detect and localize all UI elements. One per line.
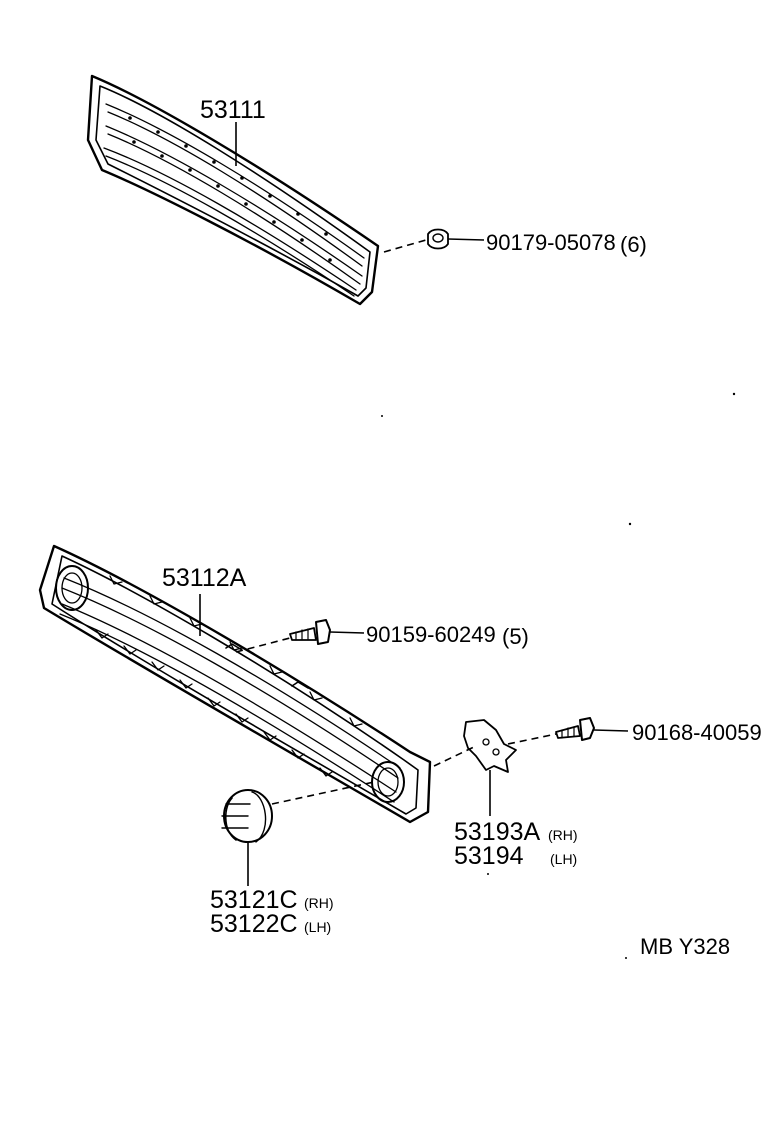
label-bracket-lh-side: (LH) [550, 851, 577, 867]
label-53112A: 53112A [162, 564, 247, 592]
label-clip-qty: (6) [620, 232, 647, 257]
label-bracket-lh: 53194 [454, 842, 524, 870]
label-screw-lower-number: 90159-60249 [366, 622, 496, 647]
label-bracket-rh: 53193A [454, 818, 541, 846]
upper-grille [86, 74, 380, 306]
screw-small-icon [555, 717, 595, 741]
label-cover-lh: 53122C [210, 910, 298, 938]
leader-screw-small [593, 729, 629, 732]
leader-screw-lower [329, 631, 365, 634]
dash-screw-lower [235, 637, 291, 653]
bracket-icon [463, 719, 517, 773]
label-screw-small-number: 90168-40059 [632, 720, 762, 745]
dash-screw-small [507, 733, 557, 745]
label-cover-lh-side: (LH) [304, 919, 331, 935]
label-cover-rh: 53121C [210, 886, 298, 914]
label-cover-rh-side: (RH) [304, 895, 334, 911]
cover-icon [221, 789, 273, 843]
leader-clip [447, 238, 485, 241]
figure-code: MB Y328 [640, 934, 730, 959]
label-bracket-rh-side: (RH) [548, 827, 578, 843]
dash-clip [383, 239, 427, 253]
dash-cover [271, 781, 375, 805]
screw-icon [289, 619, 331, 645]
lower-grille [38, 544, 432, 824]
label-clip-number: 90179-05078 [486, 230, 616, 255]
label-53111: 53111 [200, 96, 266, 124]
clip-icon [427, 228, 449, 250]
label-screw-lower-qty: (5) [502, 624, 529, 649]
dash-bracket [433, 745, 477, 767]
